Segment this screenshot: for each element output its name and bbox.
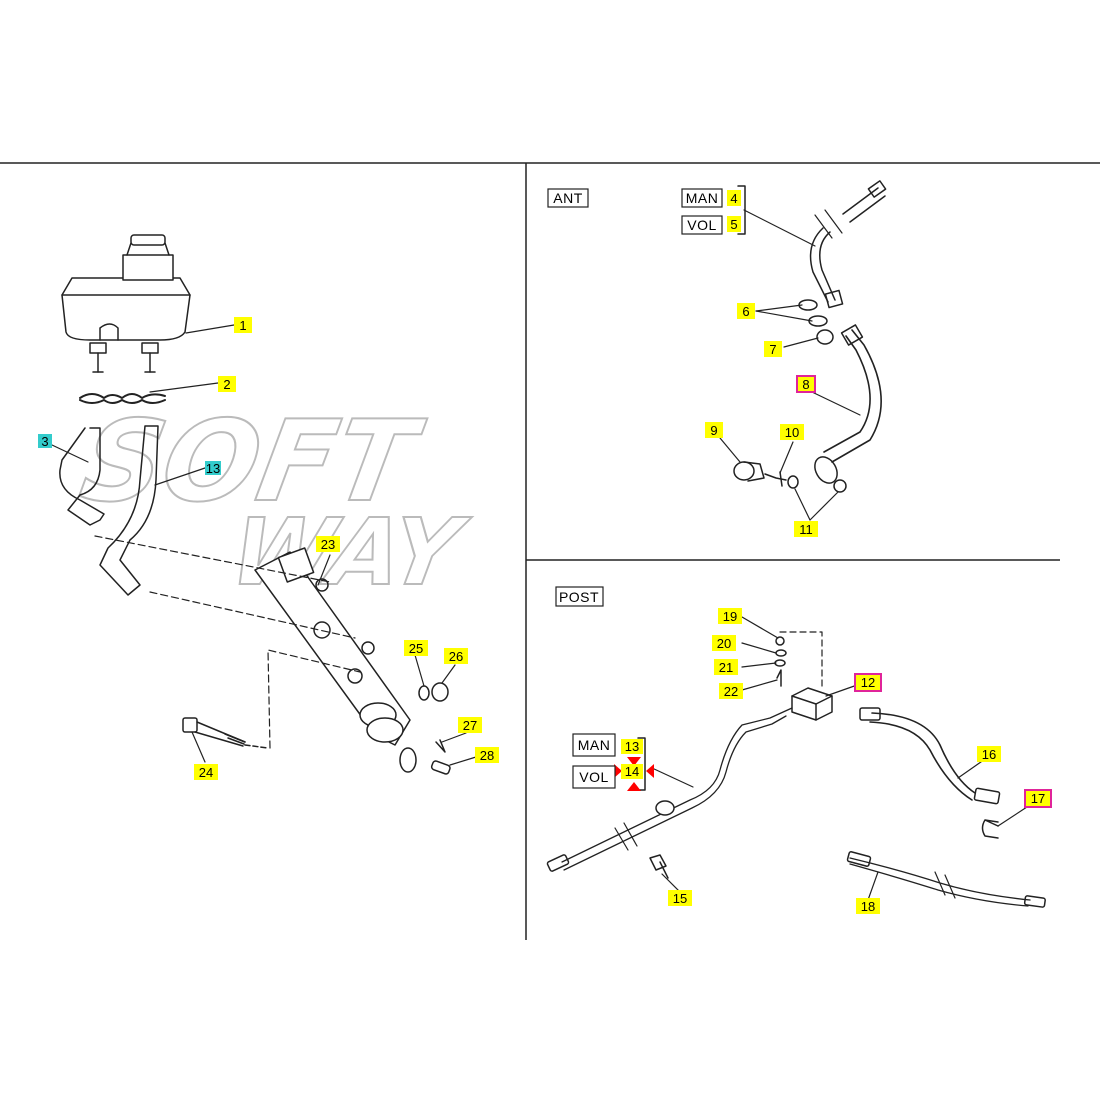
front-panel [719,180,887,521]
callout-7[interactable]: 7 [769,342,776,357]
callout-25[interactable]: 25 [409,641,423,656]
red-arrow-down [627,757,641,766]
callout-13-rear[interactable]: 13 [625,739,639,754]
variant-bracket-front [737,185,746,235]
clip-part-17 [981,819,999,839]
callout-9[interactable]: 9 [710,423,717,438]
callout-13-left[interactable]: 13 [206,461,220,476]
callout-4[interactable]: 4 [730,191,737,206]
callout-6[interactable]: 6 [742,304,749,319]
rear-panel [546,185,1046,908]
variant-bracket-rear [637,737,646,791]
red-arrow-up [627,782,641,791]
watermark-line1: SOFT [72,396,432,527]
callout-17[interactable]: 17 [1031,791,1045,806]
callout-26[interactable]: 26 [449,649,463,664]
bolt-part-24 [182,717,269,749]
callout-14[interactable]: 14 [625,764,639,779]
leader-dashes-left [94,535,361,749]
hose-part-13 [99,425,159,596]
bracket-part-9 [733,461,755,481]
front-manual-label: MAN [686,190,719,206]
dash-19-block [779,631,823,691]
nut-part-11b [833,479,847,493]
callout-28[interactable]: 28 [480,748,494,763]
pin-part-27 [435,739,446,753]
leaders-front [719,209,861,521]
callout-1[interactable]: 1 [239,318,246,333]
brake-hose-part-16 [869,712,976,801]
callout-22[interactable]: 22 [724,684,738,699]
washer-part-25 [418,685,430,701]
callout-8[interactable]: 8 [802,377,809,392]
callout-27[interactable]: 27 [463,718,477,733]
red-arrow-left [646,764,654,778]
callout-21[interactable]: 21 [719,660,733,675]
callout-16[interactable]: 16 [982,747,996,762]
callout-15[interactable]: 15 [673,891,687,906]
rear-manual-label: MAN [578,737,611,753]
brake-line-part-4-5 [809,187,886,303]
red-arrows [614,757,654,791]
callout-18[interactable]: 18 [861,899,875,914]
pin-part-28 [430,760,451,775]
reservoir-part [61,234,191,373]
fitting-part-15 [649,854,669,879]
watermark-line2: WAY [223,499,475,606]
junction-block-part-12 [791,687,833,721]
callouts: 1 2 23 25 26 27 28 24 4 5 6 7 9 10 11 19… [38,190,1052,914]
nut-part-26 [431,682,449,702]
brake-hose-part-8 [823,329,882,463]
brake-line-part-13-14 [561,707,793,871]
frame [0,162,1100,940]
front-section-label: ANT [553,190,583,206]
callout-20[interactable]: 20 [717,636,731,651]
callout-5[interactable]: 5 [730,217,737,232]
callout-2[interactable]: 2 [223,377,230,392]
rear-auto-label: VOL [579,769,609,785]
callout-3[interactable]: 3 [41,434,48,449]
gasket-part [79,393,166,404]
red-arrow-right [614,764,622,778]
fitting-part-7 [816,329,834,345]
section-labels: ANT POST MAN VOL MAN VOL [547,188,723,789]
hose-part-3 [59,427,105,526]
callout-11[interactable]: 11 [799,522,813,537]
watermark: SOFT WAY [71,395,476,607]
master-cylinder-part [254,547,417,773]
break-mark [814,209,843,239]
callout-19[interactable]: 19 [723,609,737,624]
break-mark-18 [934,871,956,899]
nut-part-11a [787,475,799,489]
callout-10[interactable]: 10 [785,425,799,440]
callout-23[interactable]: 23 [321,537,335,552]
leaders-rear [651,616,1031,901]
callout-12[interactable]: 12 [861,675,875,690]
bolt-part-10 [764,471,787,487]
left-panel [51,234,477,775]
rear-section-label: POST [559,589,599,605]
screw-part-19 [775,636,785,646]
break-mark-rear [614,822,638,851]
front-auto-label: VOL [687,217,717,233]
screw-part-22 [776,669,782,687]
callout-24[interactable]: 24 [199,765,213,780]
washer-part-20 [775,649,787,657]
leaders-left [51,324,477,766]
